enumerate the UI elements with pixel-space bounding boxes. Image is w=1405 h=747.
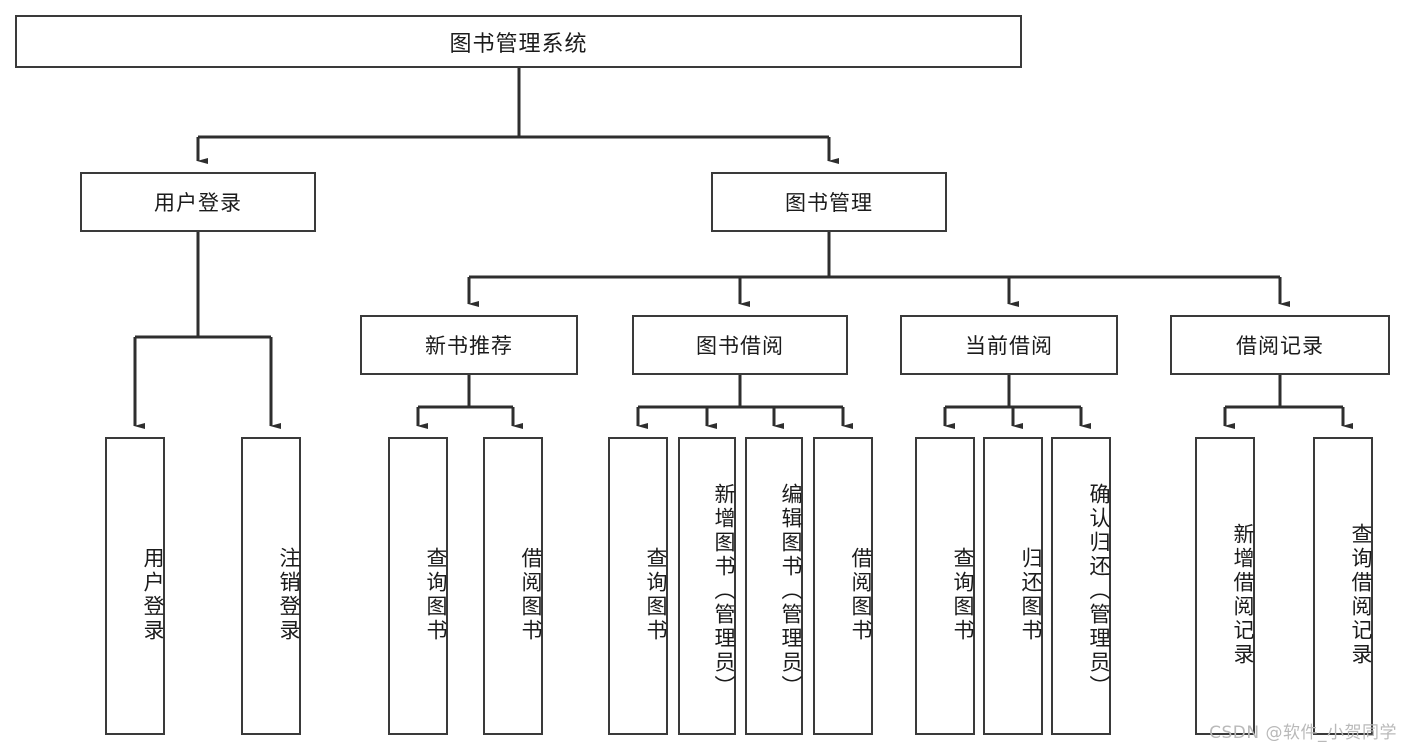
node-leaf-add-book-label: 新增图书（管理员） bbox=[712, 483, 736, 699]
node-leaf-edit-book-label: 编辑图书（管理员） bbox=[779, 483, 803, 699]
node-leaf-query-record[interactable]: 查询借阅记录 bbox=[1313, 437, 1373, 735]
node-leaf-query-book-3-label: 查询图书 bbox=[951, 547, 975, 643]
node-leaf-add-record-label: 新增借阅记录 bbox=[1231, 523, 1255, 667]
node-leaf-confirm-return[interactable]: 确认归还（管理员） bbox=[1051, 437, 1111, 735]
node-leaf-user-logout[interactable]: 注销登录 bbox=[241, 437, 301, 735]
node-leaf-return-book-label: 归还图书 bbox=[1019, 547, 1043, 643]
node-new-book-rec[interactable]: 新书推荐 bbox=[360, 315, 578, 375]
node-book-manage[interactable]: 图书管理 bbox=[711, 172, 947, 232]
node-root-label: 图书管理系统 bbox=[449, 31, 588, 57]
node-leaf-add-record[interactable]: 新增借阅记录 bbox=[1195, 437, 1255, 735]
node-leaf-query-book-2-label: 查询图书 bbox=[644, 547, 668, 643]
node-leaf-return-book[interactable]: 归还图书 bbox=[983, 437, 1043, 735]
node-borrow-record-label: 借阅记录 bbox=[1236, 334, 1324, 358]
node-leaf-edit-book[interactable]: 编辑图书（管理员） bbox=[745, 437, 803, 735]
node-current-borrow-label: 当前借阅 bbox=[965, 334, 1053, 358]
node-leaf-query-book-3[interactable]: 查询图书 bbox=[915, 437, 975, 735]
node-leaf-add-book[interactable]: 新增图书（管理员） bbox=[678, 437, 736, 735]
node-leaf-confirm-return-label: 确认归还（管理员） bbox=[1087, 483, 1111, 699]
node-leaf-borrow-book-1[interactable]: 借阅图书 bbox=[483, 437, 543, 735]
node-leaf-borrow-book-2[interactable]: 借阅图书 bbox=[813, 437, 873, 735]
node-user-login-label: 用户登录 bbox=[154, 191, 242, 215]
node-leaf-user-login-label: 用户登录 bbox=[141, 547, 165, 643]
node-leaf-query-book-1-label: 查询图书 bbox=[424, 547, 448, 643]
node-leaf-user-logout-label: 注销登录 bbox=[277, 547, 301, 643]
node-leaf-query-book-1[interactable]: 查询图书 bbox=[388, 437, 448, 735]
node-leaf-borrow-book-1-label: 借阅图书 bbox=[519, 547, 543, 643]
node-current-borrow[interactable]: 当前借阅 bbox=[900, 315, 1118, 375]
node-borrow-record[interactable]: 借阅记录 bbox=[1170, 315, 1390, 375]
node-leaf-query-book-2[interactable]: 查询图书 bbox=[608, 437, 668, 735]
node-root[interactable]: 图书管理系统 bbox=[15, 15, 1022, 68]
node-book-manage-label: 图书管理 bbox=[785, 191, 873, 215]
node-leaf-user-login[interactable]: 用户登录 bbox=[105, 437, 165, 735]
node-book-borrow-label: 图书借阅 bbox=[696, 334, 784, 358]
node-leaf-borrow-book-2-label: 借阅图书 bbox=[849, 547, 873, 643]
node-new-book-rec-label: 新书推荐 bbox=[425, 334, 513, 358]
node-book-borrow[interactable]: 图书借阅 bbox=[632, 315, 848, 375]
tree-edges bbox=[133, 68, 1353, 429]
node-leaf-query-record-label: 查询借阅记录 bbox=[1349, 523, 1373, 667]
node-user-login[interactable]: 用户登录 bbox=[80, 172, 316, 232]
